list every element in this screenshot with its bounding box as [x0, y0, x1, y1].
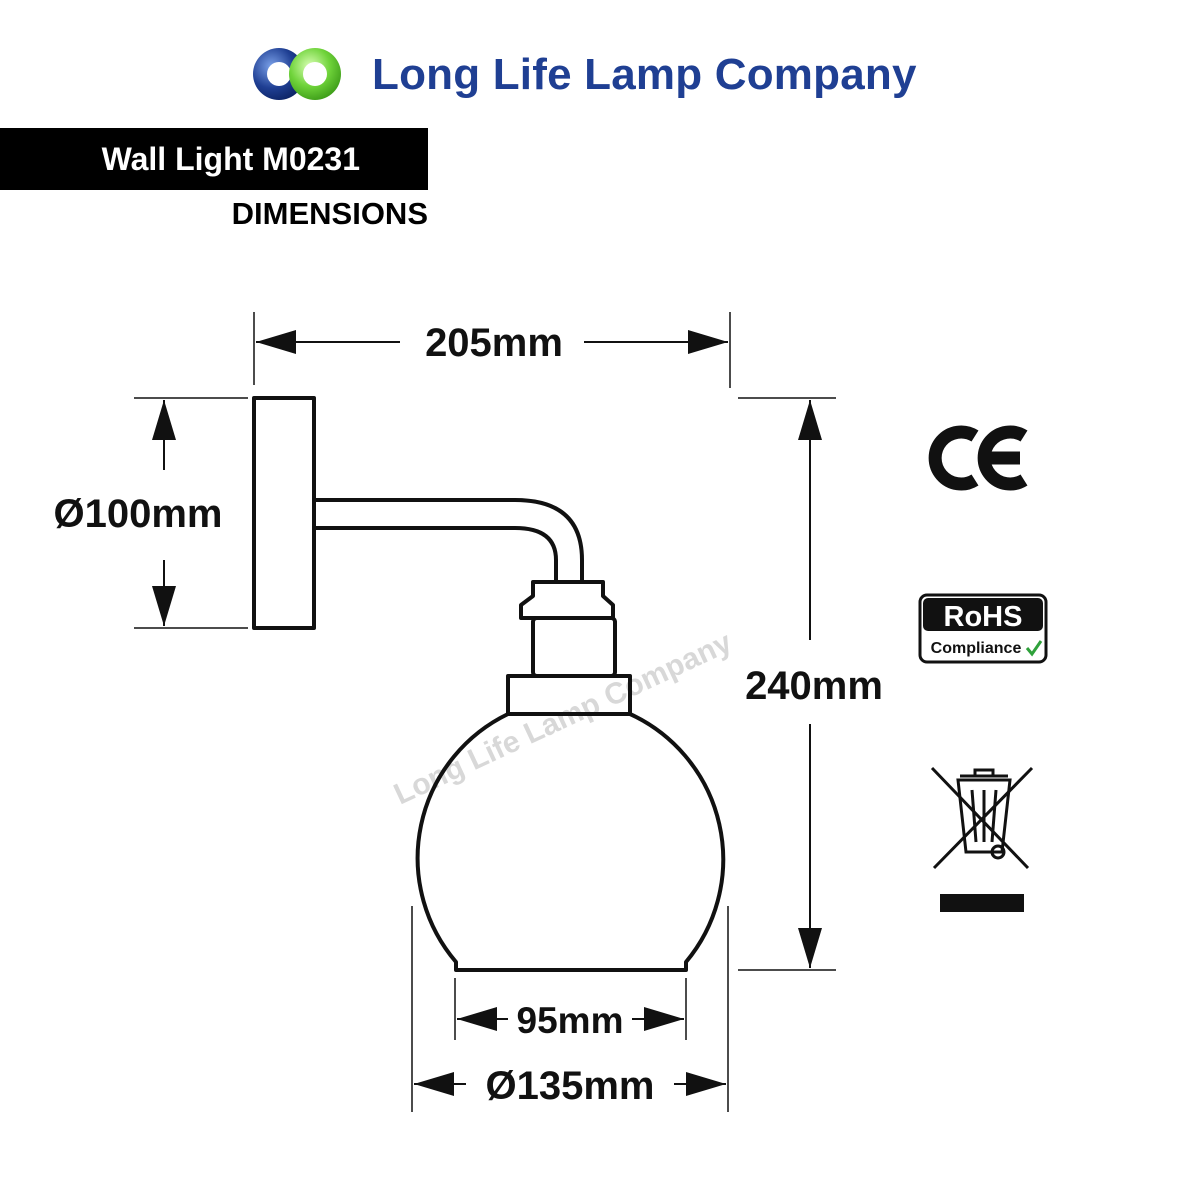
dimension-width-label: 205mm	[425, 321, 563, 365]
dimension-width: 205mm	[256, 321, 728, 365]
lampholder-cap	[519, 580, 615, 620]
rohs-badge-icon: RoHS Compliance	[918, 593, 1048, 664]
ce-mark-icon	[928, 425, 1028, 491]
glass-shade	[415, 712, 726, 972]
rohs-subtitle: Compliance	[931, 640, 1022, 657]
arm	[314, 498, 584, 580]
dimension-opening-label: 95mm	[517, 1000, 624, 1041]
rohs-title: RoHS	[944, 601, 1023, 633]
check-icon	[1025, 640, 1043, 657]
dimension-backplate-label: Ø100mm	[54, 492, 223, 536]
product-title: Wall Light M0231	[101, 141, 360, 177]
watermark-text: Long Life Lamp Company	[389, 626, 737, 812]
header: Long Life Lamp Company	[0, 28, 1200, 118]
dimension-height: 240mm	[745, 400, 883, 968]
extension-lines	[134, 312, 836, 1112]
section-subtitle: DIMENSIONS	[231, 196, 428, 231]
lamp-outline	[252, 396, 726, 972]
lampholder-body	[531, 616, 617, 678]
dimension-shade: Ø135mm	[414, 1064, 726, 1108]
crossed-bin-weee-icon	[930, 766, 1034, 912]
dimension-shade-label: Ø135mm	[486, 1064, 655, 1108]
dimension-height-label: 240mm	[745, 664, 883, 708]
overlapping-rings-logo-icon	[253, 48, 341, 100]
brand-name: Long Life Lamp Company	[372, 50, 917, 99]
dimension-opening: 95mm	[457, 1000, 684, 1041]
dimension-backplate: Ø100mm	[54, 400, 223, 626]
wall-backplate	[252, 396, 316, 630]
title-bar: Wall Light M0231	[0, 128, 428, 190]
shade-collar	[506, 674, 632, 716]
